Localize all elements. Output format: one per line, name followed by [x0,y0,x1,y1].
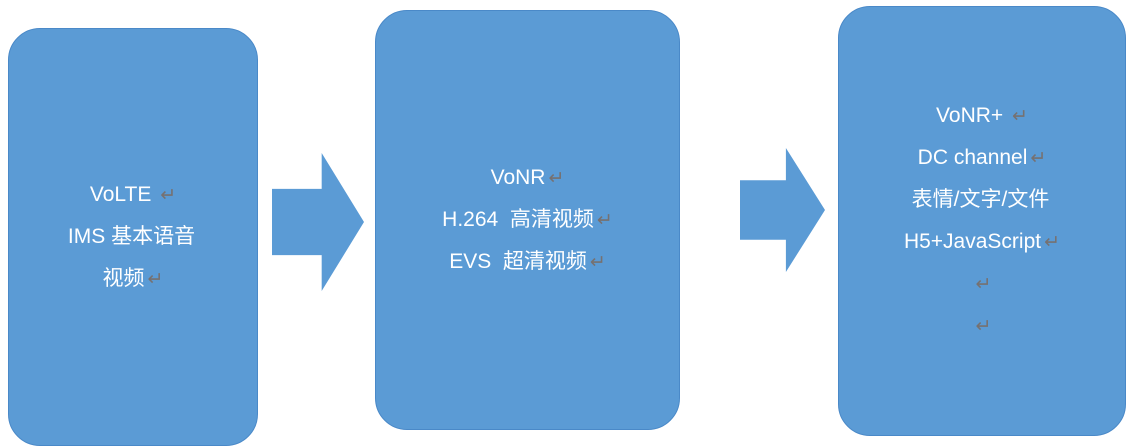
stage-box-volte: VoLTE ↵ IMS 基本语音 视频↵ [8,28,258,446]
text-line: ↵ [973,263,992,305]
return-mark-icon: ↵ [147,269,164,290]
return-mark-icon: ↵ [1012,106,1028,127]
line-text: IMS 基本语音 [67,225,196,248]
text-line: 视频↵ [103,258,164,300]
line-text: H5+JavaScript [903,230,1042,253]
return-mark-icon: ↵ [160,185,177,206]
text-line: DC channel↵ [918,137,1047,179]
line-text: DC channel [917,146,1028,169]
text-line: EVS 超清视频↵ [449,241,606,283]
stage-box-vonr: VoNR↵ H.264 高清视频↵ EVS 超清视频↵ [375,10,680,430]
line-text: EVS 超清视频 [449,250,587,273]
text-line: VoLTE ↵ [90,174,176,216]
line-text: VoNR+ [936,104,1010,127]
return-mark-icon: ↵ [1030,148,1047,169]
line-text: 视频 [102,267,145,290]
text-line: H.264 高清视频↵ [442,199,613,241]
line-text: VoNR [490,166,546,189]
return-mark-icon: ↵ [596,210,613,231]
line-text: VoLTE [89,183,158,206]
text-line: H5+JavaScript↵ [904,221,1060,263]
text-line: 表情/文字/文件 [912,179,1053,221]
text-line: VoNR+ ↵ [936,95,1028,137]
return-mark-icon: ↵ [975,316,992,337]
return-mark-icon: ↵ [975,274,992,295]
return-mark-icon: ↵ [548,168,565,189]
line-text: H.264 高清视频 [442,208,594,231]
stage-box-vonr-plus: VoNR+ ↵ DC channel↵ 表情/文字/文件 H5+JavaScri… [838,6,1126,436]
line-text: 表情/文字/文件 [911,188,1050,211]
right-arrow-icon [272,153,364,291]
text-line: IMS 基本语音 [68,216,198,258]
text-line: VoNR↵ [491,157,565,199]
right-arrow-icon [740,148,825,272]
text-line: ↵ [973,305,992,347]
return-mark-icon: ↵ [589,252,606,273]
return-mark-icon: ↵ [1044,232,1061,253]
